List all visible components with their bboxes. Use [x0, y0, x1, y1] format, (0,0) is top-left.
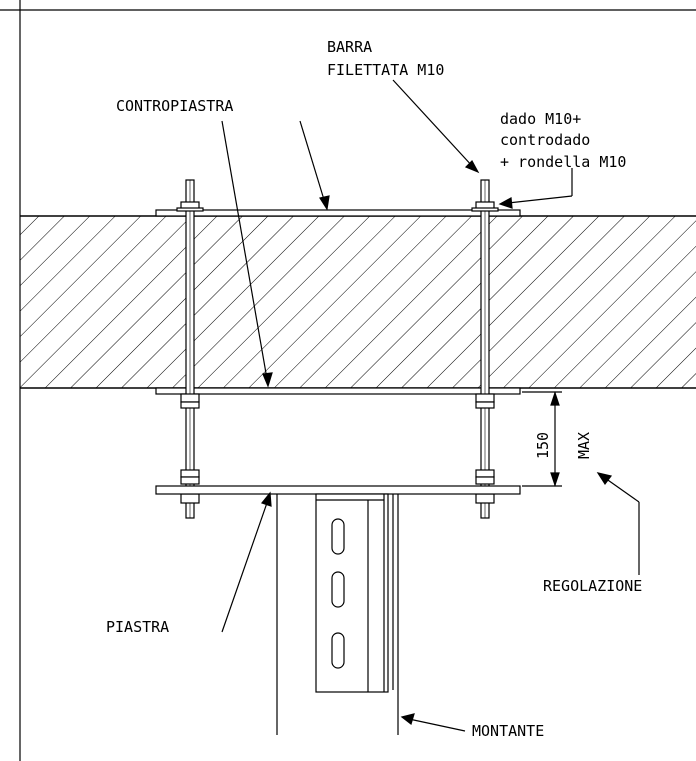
rod-label-line1: BARRA: [327, 38, 372, 56]
counterplate-top: [155, 209, 521, 217]
post: [276, 494, 399, 735]
nut-mid-left-2: [180, 401, 200, 409]
slot-3: [331, 632, 345, 669]
channel-profile: [315, 493, 389, 693]
concrete-slab: [20, 215, 696, 389]
nut-mid-left-1: [180, 393, 200, 403]
slot-2: [331, 571, 345, 608]
dimension-value: 150: [534, 432, 552, 459]
nut-label-line1: dado M10+: [500, 110, 581, 128]
nut-bottom-right: [475, 493, 495, 504]
leaders: [221, 79, 640, 732]
nut-bottom-left: [180, 493, 200, 504]
nuts: [176, 201, 499, 504]
nut-low-left-1: [180, 469, 200, 478]
threaded-rod-right: [480, 179, 490, 519]
nut-label-line3: + rondella M10: [500, 153, 626, 171]
post-label: MONTANTE: [472, 722, 544, 740]
nut-low-right-1: [475, 469, 495, 478]
nut-low-left-2: [180, 476, 200, 485]
counterplate-label: CONTROPIASTRA: [116, 97, 233, 115]
plate-label: PIASTRA: [106, 618, 169, 636]
rod-label-line2: FILETTATA M10: [327, 61, 444, 79]
slot-1: [331, 518, 345, 555]
max-label: MAX: [575, 432, 593, 459]
nut-label-line2: controdado: [500, 131, 590, 149]
nut-mid-right-1: [475, 393, 495, 403]
nut-low-right-2: [475, 476, 495, 485]
counterplate-bottom: [155, 387, 521, 395]
plate: [155, 485, 521, 495]
threaded-rod-left: [185, 179, 195, 519]
dimension-150: [522, 391, 562, 487]
adjustment-label: REGOLAZIONE: [543, 577, 642, 595]
nut-mid-right-2: [475, 401, 495, 409]
